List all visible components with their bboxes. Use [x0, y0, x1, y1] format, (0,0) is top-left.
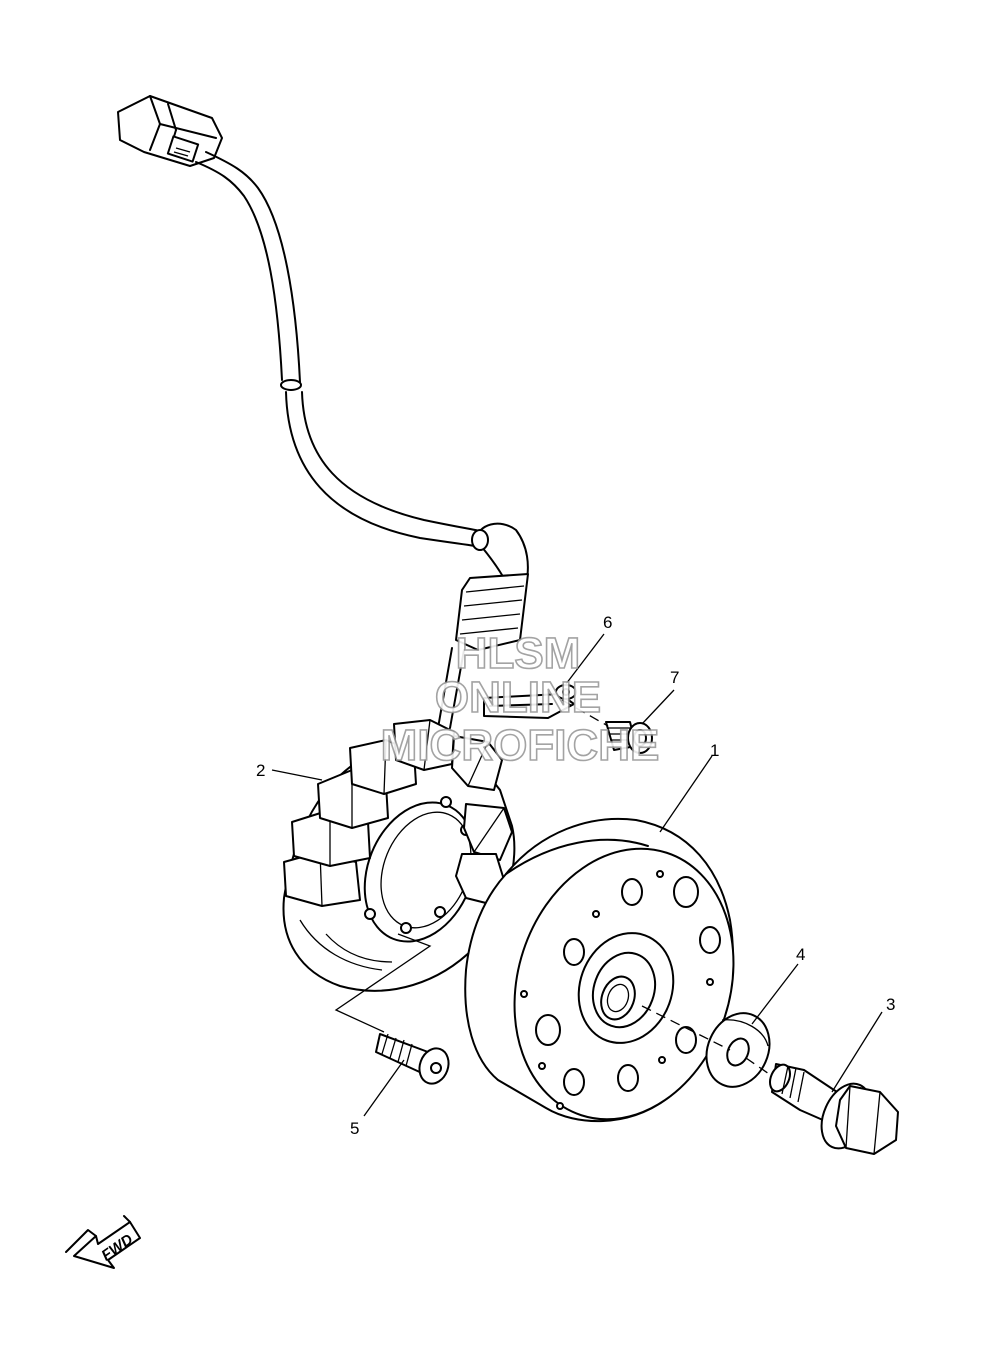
watermark: HLSM ONLINE MICROFICHE	[380, 628, 660, 771]
stator-assembly[interactable]	[282, 719, 516, 992]
stator-bolt[interactable]	[375, 1033, 453, 1088]
flange-bolt[interactable]	[766, 1062, 899, 1156]
callout-7: 7	[670, 668, 679, 687]
fwd-arrow-icon: FWD	[65, 1215, 141, 1269]
clamp-screw[interactable]	[605, 721, 653, 754]
harness-connector[interactable]	[117, 95, 223, 167]
callout-2: 2	[256, 761, 265, 780]
callout-3: 3	[886, 995, 895, 1014]
watermark-line-2: ONLINE	[435, 673, 601, 722]
callout-6: 6	[603, 613, 612, 632]
callout-4: 4	[796, 945, 805, 964]
washer[interactable]	[695, 1003, 781, 1097]
watermark-line-3: MICROFICHE	[381, 721, 660, 770]
rubber-boot	[455, 573, 529, 651]
leader-lines	[271, 633, 883, 1117]
wire-harness[interactable]	[117, 95, 529, 729]
callout-5: 5	[350, 1119, 359, 1138]
wire-clamp[interactable]	[483, 684, 577, 719]
flywheel-rotor[interactable]	[464, 817, 767, 1148]
rotor-holes	[520, 870, 721, 1110]
watermark-line-1: HLSM	[456, 629, 581, 678]
callout-1: 1	[710, 741, 719, 760]
